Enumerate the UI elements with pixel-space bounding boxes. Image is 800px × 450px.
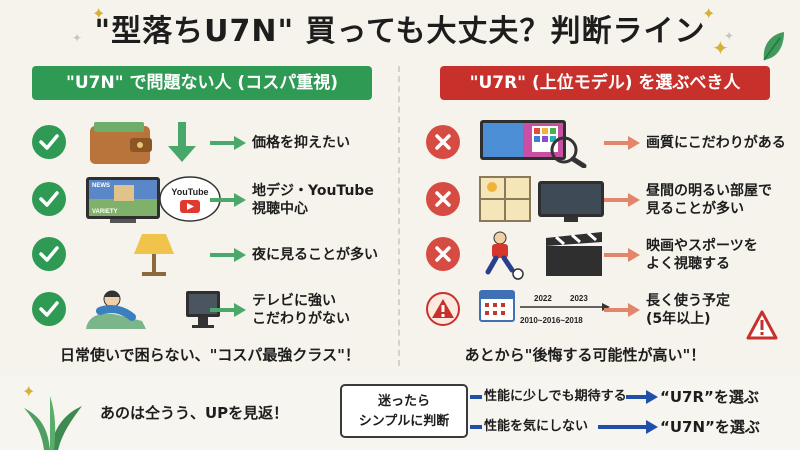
check-icon	[32, 292, 66, 326]
decision-box: 迷ったら シンプルに判断	[340, 384, 468, 438]
list-item: NEWS VARIETY YouTube 地デジ・YouTube 視聴中心	[32, 175, 392, 225]
check-icon	[32, 182, 66, 216]
arrow-right-icon	[604, 303, 640, 317]
flow-result: “U7R”を選ぶ	[660, 388, 759, 406]
cross-icon	[426, 182, 460, 216]
list-item: 夜に見ることが多い	[32, 230, 392, 280]
flow-condition: 性能に少しでも期待する	[484, 389, 627, 404]
list-item: 昼間の明るい部屋で 見ることが多い	[426, 175, 786, 225]
item-text: 長く使う予定 (5年以上)	[646, 293, 730, 327]
wallet-icon	[82, 118, 222, 168]
flow-condition: 性能を気にしない	[484, 419, 589, 434]
arrow-right-icon	[210, 136, 246, 150]
item-text: 夜に見ることが多い	[252, 247, 378, 263]
flow-result: “U7N”を選ぶ	[660, 418, 760, 436]
item-text: 地デジ・YouTube 視聴中心	[252, 183, 374, 217]
alert-triangle-icon	[746, 310, 778, 340]
page-title: "型落ちU7N" 買っても大丈夫？判断ライン	[94, 14, 706, 49]
tv-variety-label: VARIETY	[92, 209, 118, 215]
arrow-right-icon	[210, 193, 246, 207]
tv-news-icon: NEWS VARIETY YouTube	[82, 175, 222, 225]
year-range-label: 2010~2016~2018	[520, 316, 583, 325]
sparkle-icon: ✦	[92, 4, 106, 23]
right-heading: "U7R" (上位モデル) を選ぶべき人	[440, 66, 770, 100]
arrow-right-icon	[604, 248, 640, 262]
list-item: 映画やスポーツを よく視聴する	[426, 230, 786, 280]
list-item: 画質にこだわりがある	[426, 118, 786, 169]
year-label: 2023	[570, 294, 588, 303]
color-inspection-icon	[476, 118, 616, 169]
panel-divider	[398, 66, 400, 366]
sparkle-icon: ✦	[724, 29, 735, 43]
check-icon	[32, 125, 66, 159]
relaxing-person-icon	[82, 285, 222, 335]
arrow-right-icon	[210, 248, 246, 262]
sparkle-icon: ✦	[702, 4, 716, 23]
sports-movie-icon	[476, 230, 616, 280]
bottom-left-text: あのは仝うう、UPを見返！	[100, 404, 289, 422]
youtube-label: YouTube	[171, 187, 208, 197]
list-item: 価格を抑えたい	[32, 118, 392, 168]
cross-icon	[426, 237, 460, 271]
list-item: 2022 2023 2010~2016~2018 長く使う予定 (5年以上)	[426, 285, 786, 335]
plant-icon	[24, 396, 82, 450]
flow-arrow-icon	[470, 390, 658, 404]
item-text: 画質にこだわりがある	[646, 135, 786, 151]
cross-icon	[426, 125, 460, 159]
item-text: 映画やスポーツを よく視聴する	[646, 238, 758, 272]
list-item: テレビに強い こだわりがない	[32, 285, 392, 335]
arrow-right-icon	[604, 193, 640, 207]
arrow-right-icon	[604, 136, 640, 150]
right-footer: あとから"後悔する可能性が高い"！	[464, 346, 706, 364]
lamp-moon-icon	[82, 230, 222, 280]
item-text: テレビに強い こだわりがない	[252, 293, 350, 327]
check-icon	[32, 237, 66, 271]
leaf-icon	[763, 32, 784, 61]
left-footer: 日常使いで困らない、"コスパ最強クラス"！	[60, 346, 360, 364]
decision-label: 迷ったら シンプルに判断	[358, 394, 450, 429]
flow-arrow-icon	[470, 420, 658, 434]
item-text: 価格を抑えたい	[252, 135, 350, 151]
sparkle-icon: ✦	[72, 31, 83, 45]
item-text: 昼間の明るい部屋で 見ることが多い	[646, 183, 772, 217]
flow-row: 性能に少しでも期待する “U7R”を選ぶ	[470, 386, 790, 408]
calendar-timeline-icon: 2022 2023 2010~2016~2018	[476, 285, 616, 335]
left-heading: "U7N" で問題ない人 (コスパ重視)	[32, 66, 372, 100]
warning-icon	[426, 292, 460, 326]
bright-window-icon	[476, 175, 616, 225]
year-label: 2022	[534, 294, 552, 303]
arrow-right-icon	[210, 303, 246, 317]
tv-news-label: NEWS	[92, 183, 110, 189]
flow-row: 性能を気にしない “U7N”を選ぶ	[470, 416, 790, 438]
sparkle-icon: ✦	[22, 382, 36, 401]
sparkle-icon: ✦	[712, 36, 729, 60]
